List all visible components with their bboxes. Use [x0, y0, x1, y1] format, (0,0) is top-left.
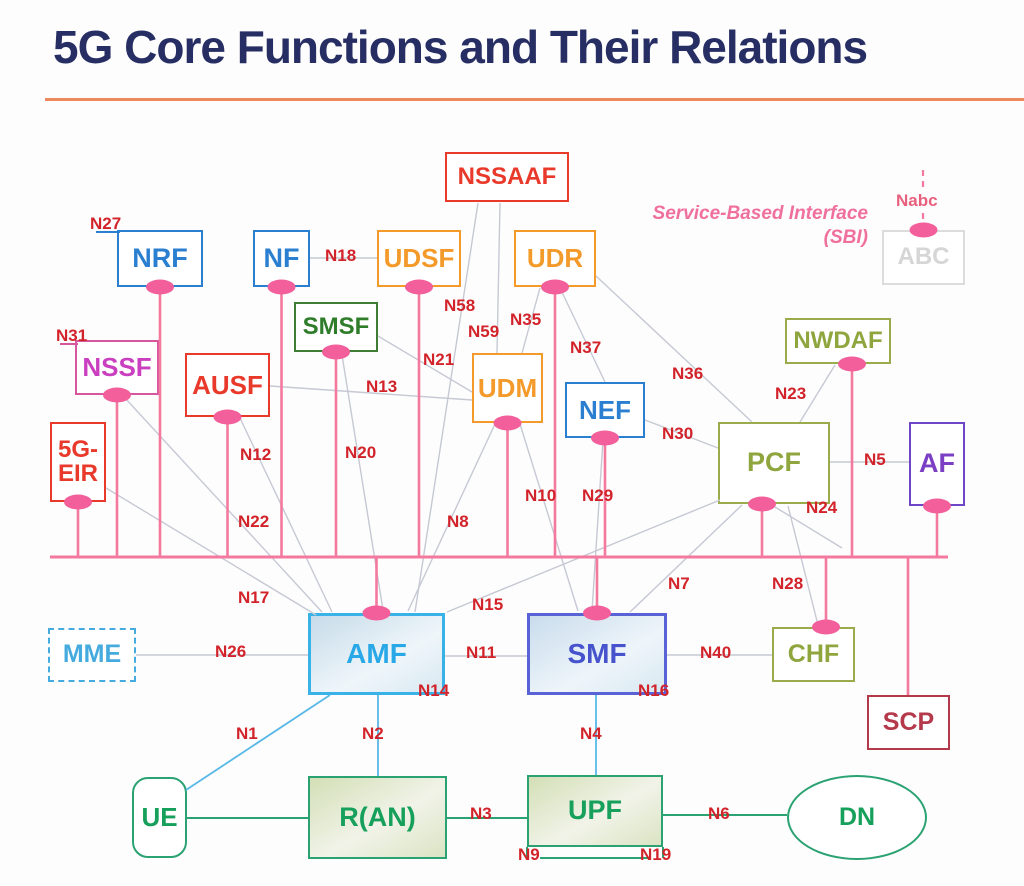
node-chf: CHF: [772, 627, 855, 682]
interface-label-N21: N21: [423, 350, 455, 369]
node-nf: NF: [253, 230, 310, 287]
interface-label-N22: N22: [238, 512, 270, 531]
page-title: 5G Core Functions and Their Relations: [53, 21, 868, 73]
edge-line: [105, 487, 317, 616]
interface-label-N27: N27: [90, 214, 122, 233]
interface-label-N11: N11: [466, 643, 497, 662]
interface-label-N19: N19: [640, 845, 672, 864]
node-nwdaf: NWDAF: [785, 318, 891, 364]
edge-line: [559, 287, 606, 383]
edge-line: [629, 504, 743, 613]
interface-label-N35: N35: [510, 310, 542, 329]
node-udr: UDR: [514, 230, 596, 287]
interface-label-N40: N40: [700, 643, 732, 662]
interface-label-N10: N10: [525, 486, 557, 505]
interface-label-N9: N9: [518, 845, 540, 864]
interface-label-N6: N6: [708, 804, 730, 823]
interface-label-N36: N36: [672, 364, 704, 383]
interface-label-N13: N13: [366, 377, 398, 396]
interface-label-N17: N17: [238, 588, 270, 607]
interface-label-N24: N24: [806, 498, 838, 517]
interface-label-N15: N15: [472, 595, 504, 614]
node-ran: R(AN): [308, 776, 447, 859]
sbi-legend-text: Service-Based Interface (SBI): [640, 202, 868, 250]
node-scp: SCP: [867, 695, 950, 750]
node-abc: ABC: [882, 230, 965, 285]
node-smsf: SMSF: [294, 302, 378, 352]
interface-label-N23: N23: [775, 384, 807, 403]
interface-label-N1: N1: [236, 724, 258, 743]
edge-line: [787, 505, 819, 626]
interface-label-N7: N7: [668, 574, 690, 593]
title-underline: [45, 98, 1024, 101]
interface-label-N4: N4: [580, 724, 602, 743]
interface-label-N2: N2: [362, 724, 384, 743]
interface-label-N58: N58: [444, 296, 476, 315]
node-udm: UDM: [472, 353, 543, 423]
node-ausf: AUSF: [185, 353, 270, 417]
interface-label-Nabc: Nabc: [896, 191, 938, 210]
interface-label-N18: N18: [325, 246, 357, 265]
node-pcf: PCF: [718, 422, 830, 504]
interface-label-N30: N30: [662, 424, 694, 443]
interface-label-N12: N12: [240, 445, 272, 464]
interface-label-N26: N26: [215, 642, 247, 661]
interface-label-N20: N20: [345, 443, 377, 462]
sbi-legend-line2: (SBI): [823, 227, 868, 248]
interface-label-N5: N5: [864, 450, 886, 469]
interface-label-N3: N3: [470, 804, 492, 823]
interface-label-N59: N59: [468, 322, 500, 341]
sbi-legend-line1: Service-Based Interface: [652, 203, 868, 224]
edge-line: [519, 423, 579, 612]
node-nef: NEF: [565, 382, 645, 438]
node-udsf: UDSF: [377, 230, 461, 287]
node-nssf: NSSF: [75, 340, 159, 395]
edge-line: [591, 439, 604, 612]
node-dn: DN: [787, 775, 927, 860]
node-amf: AMF: [308, 613, 445, 695]
interface-label-N8: N8: [447, 512, 469, 531]
interface-label-N29: N29: [582, 486, 614, 505]
interface-label-N31: N31: [56, 326, 88, 345]
interface-label-N16: N16: [638, 681, 670, 700]
node-ue: UE: [132, 777, 187, 858]
node-upf: UPF: [527, 775, 663, 847]
node-nrf: NRF: [117, 230, 203, 287]
node-eir: 5G- EIR: [50, 422, 106, 502]
edge-line: [124, 397, 323, 613]
node-mme: MME: [48, 628, 136, 682]
interface-label-N28: N28: [772, 574, 804, 593]
node-af: AF: [909, 422, 965, 506]
interface-label-N37: N37: [570, 338, 602, 357]
interface-label-N14: N14: [418, 681, 450, 700]
node-nssaaf: NSSAAF: [445, 152, 569, 202]
